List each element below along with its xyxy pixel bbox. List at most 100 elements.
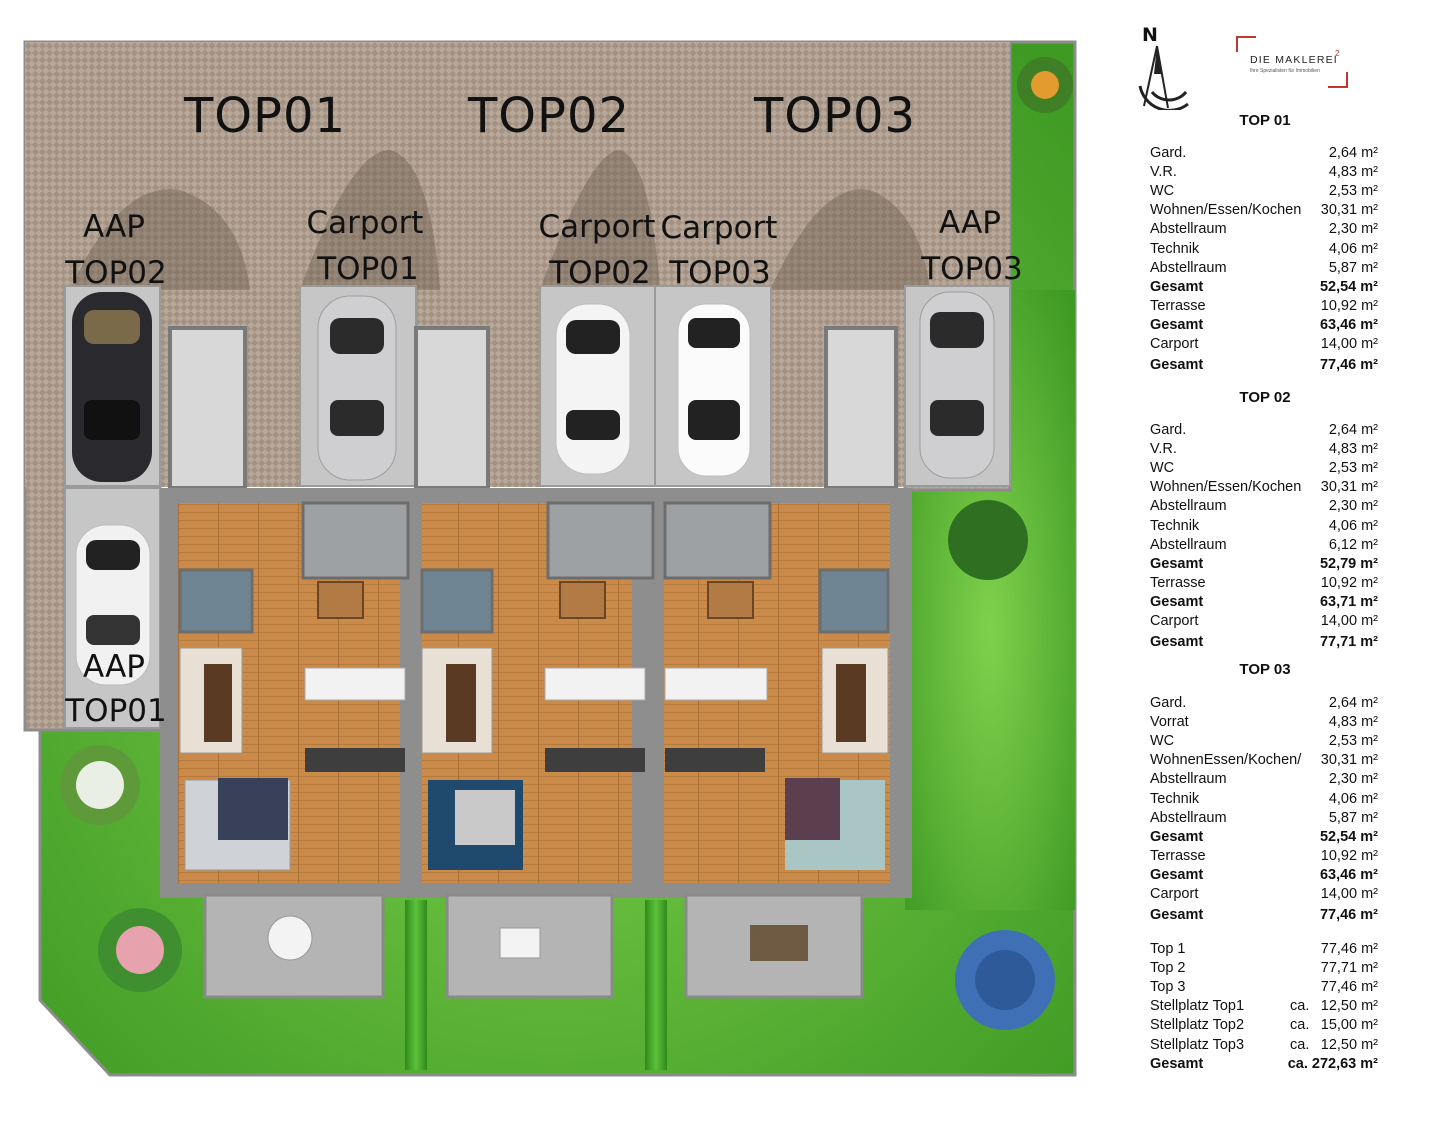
area-row: Gesamt 63,71 m² xyxy=(1150,594,1378,612)
area-row-label: Technik xyxy=(1150,240,1200,257)
area-row-value: 4,06 m² xyxy=(1328,240,1378,257)
area-row-value: 52,54 m² xyxy=(1319,828,1378,845)
area-row: WC 2,53 m² xyxy=(1150,183,1378,201)
area-row-value: 4,06 m² xyxy=(1328,517,1378,534)
area-row-label: Abstellraum xyxy=(1150,809,1227,826)
area-row-value: 30,31 m² xyxy=(1320,202,1378,219)
area-row-value: 2,64 m² xyxy=(1328,422,1378,438)
summary-row-label: Stellplatz Top2 xyxy=(1150,1017,1245,1034)
area-row-label: Gesamt xyxy=(1150,278,1204,295)
unit-title-top01: TOP01 xyxy=(183,88,347,144)
summary-row-label: Stellplatz Top1 xyxy=(1150,998,1245,1015)
area-row-value: 2,53 m² xyxy=(1328,460,1378,477)
summary-row-value: 12,50 m² xyxy=(1320,998,1378,1015)
stairs xyxy=(317,581,754,619)
area-row: Wohnen/Essen/Kochen 30,31 m² xyxy=(1150,202,1378,220)
area-row: V.R.4,83 m² xyxy=(1150,164,1378,182)
entry-rooms xyxy=(301,501,772,580)
summary-row-label: Top 1 xyxy=(1150,941,1186,957)
terrace-furniture xyxy=(267,915,808,961)
summary-row: Stellplatz Top3 ca. 12,50 m² xyxy=(1150,1037,1378,1055)
area-row-label: Gesamt xyxy=(1150,828,1204,845)
summary-row-approx: ca. xyxy=(1290,1036,1310,1053)
area-row-label: Wohnen/Essen/Kochen xyxy=(1150,479,1302,496)
area-row-value: 5,87 m² xyxy=(1328,809,1378,826)
car-aap-top01 xyxy=(75,524,151,686)
wc-rooms xyxy=(178,568,890,634)
terraces xyxy=(203,893,864,999)
summary-row-approx: ca. xyxy=(1290,1017,1310,1034)
area-row-value: 77,46 m² xyxy=(1319,907,1378,924)
car-aap-top03 xyxy=(919,291,995,479)
car-carport-top02 xyxy=(555,303,631,475)
area-row: Gesamt 52,54 m² xyxy=(1150,279,1378,297)
area-row: Technik 4,06 m² xyxy=(1150,241,1378,259)
hedges xyxy=(405,900,667,1070)
car-shadows xyxy=(70,150,930,290)
area-row-label: Abstellraum xyxy=(1150,498,1227,515)
area-row-value: 10,92 m² xyxy=(1320,297,1378,314)
summary-row-label: Stellplatz Top3 xyxy=(1150,1036,1245,1053)
area-row-label: Wohnen/Essen/Kochen xyxy=(1150,202,1302,219)
company-logo: DIE MAKLEREI 2 Ihre Spezialisten für Imm… xyxy=(1236,36,1348,88)
area-row-value: 10,92 m² xyxy=(1320,847,1378,864)
area-row-value: 14,00 m² xyxy=(1320,336,1378,352)
kitchen-islands xyxy=(305,748,765,772)
area-row-value: 52,54 m² xyxy=(1319,278,1378,295)
area-row-value: 6,12 m² xyxy=(1328,536,1378,553)
area-row: Gesamt 77,46 m² xyxy=(1150,357,1378,375)
logo-name: DIE MAKLEREI xyxy=(1250,54,1338,66)
area-row-label: Abstellraum xyxy=(1150,259,1227,276)
living-areas xyxy=(184,778,885,871)
dining-tables xyxy=(179,647,889,754)
area-row-value: 2,53 m² xyxy=(1328,183,1378,200)
area-row-label: WohnenEssen/Kochen/ xyxy=(1150,752,1302,769)
area-row-label: Gesamt xyxy=(1150,316,1204,333)
summary-row-value: 12,50 m² xyxy=(1320,1036,1378,1053)
area-row-label: Gesamt xyxy=(1150,593,1204,610)
area-row-value: 63,46 m² xyxy=(1319,316,1378,333)
area-row-label: Gesamt xyxy=(1150,357,1204,374)
area-row-label: Vorrat xyxy=(1150,714,1189,731)
area-row-label: Gard. xyxy=(1150,695,1187,711)
unit-table-title: TOP 01 xyxy=(1239,112,1291,129)
summary-row: Stellplatz Top2 ca. 15,00 m² xyxy=(1150,1017,1378,1035)
area-row-value: 2,64 m² xyxy=(1328,695,1378,711)
area-row: V.R.4,83 m² xyxy=(1150,441,1378,459)
area-row-value: 63,71 m² xyxy=(1319,593,1378,610)
summary-row-value: 15,00 m² xyxy=(1320,1017,1378,1034)
area-row-label: WC xyxy=(1150,183,1175,200)
area-row-value: 2,30 m² xyxy=(1328,771,1378,788)
area-row: Gard. 2,64 m² xyxy=(1150,422,1378,440)
car-aap-top02 xyxy=(72,292,152,482)
north-arrow-icon: N xyxy=(1132,24,1192,115)
area-row: Gard. 2,64 m² xyxy=(1150,695,1378,713)
area-row-label: Gard. xyxy=(1150,422,1187,438)
area-row-value: 77,71 m² xyxy=(1319,634,1378,651)
summary-row-label: Top 2 xyxy=(1150,960,1186,977)
area-row-label: Carport xyxy=(1150,336,1199,352)
summary-row-value: ca. 272,63 m² xyxy=(1287,1055,1378,1072)
area-row-value: 30,31 m² xyxy=(1320,479,1378,496)
area-row: Gard.2,64 m² xyxy=(1150,145,1378,163)
area-row-value: 77,46 m² xyxy=(1319,357,1378,374)
area-row-value: 4,83 m² xyxy=(1328,164,1378,181)
logo-tagline: Ihre Spezialisten für Immobilien xyxy=(1250,68,1320,74)
area-row-value: 63,46 m² xyxy=(1319,866,1378,883)
